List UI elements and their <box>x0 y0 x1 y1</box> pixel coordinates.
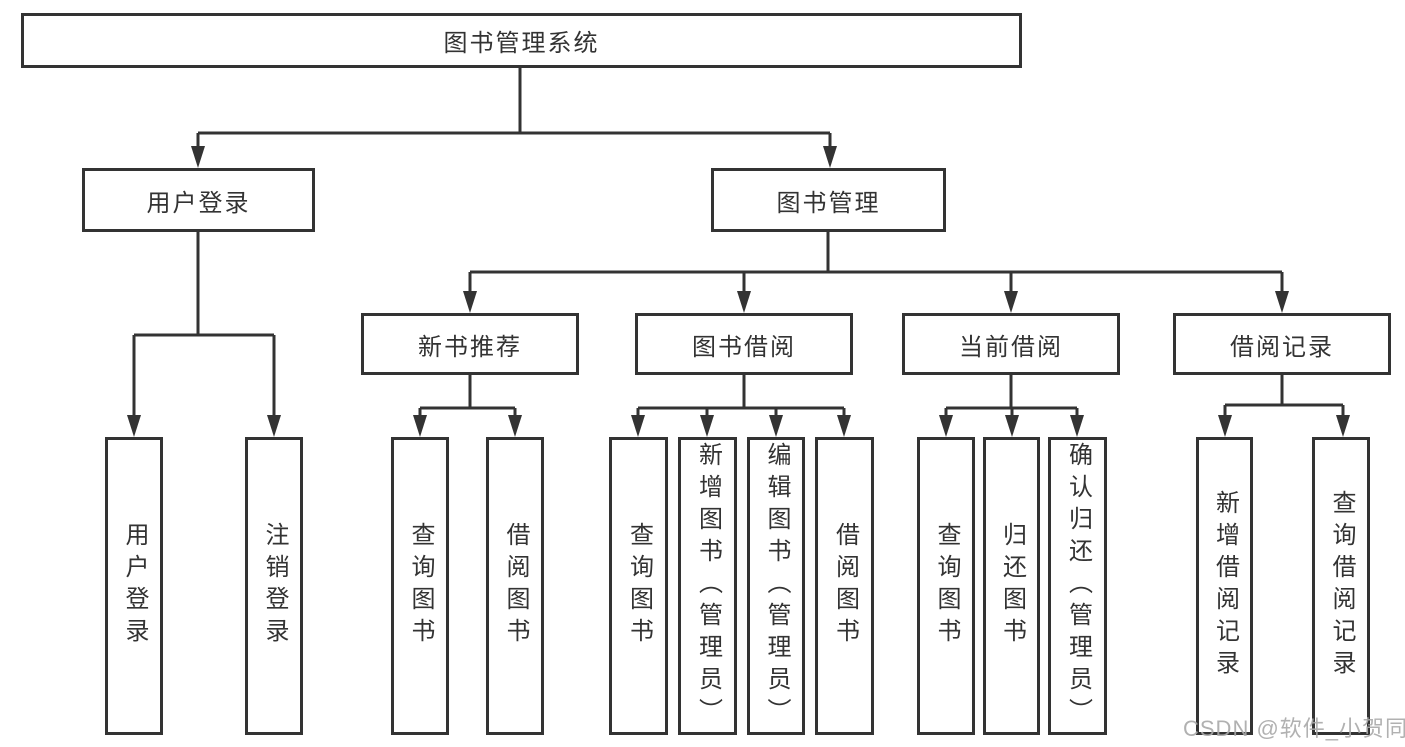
node-borrow-records: 借阅记录 <box>1173 313 1391 375</box>
node-label: 借阅图书 <box>502 522 529 650</box>
arrowhead <box>1218 415 1232 437</box>
arrowhead <box>939 415 953 437</box>
arrowhead <box>700 415 714 437</box>
arrowhead <box>837 415 851 437</box>
connector-book-borrow-to-leaves <box>631 375 851 437</box>
node-leaf-edit-book-admin: 编辑图书（管理员） <box>747 437 805 735</box>
node-label: 新增借阅记录 <box>1211 490 1239 682</box>
arrowhead <box>1336 415 1350 437</box>
node-leaf-query-borrow-record: 查询借阅记录 <box>1312 437 1370 735</box>
node-label: 查询图书 <box>625 522 653 650</box>
node-label: 新书推荐 <box>418 333 522 361</box>
arrowhead <box>508 415 522 437</box>
arrowhead <box>127 415 141 437</box>
node-label: 编辑图书（管理员） <box>763 442 790 730</box>
node-book-management: 图书管理 <box>711 168 946 232</box>
arrowhead <box>769 415 783 437</box>
node-label: 新增图书（管理员） <box>694 442 722 730</box>
node-label: 归还图书 <box>998 522 1026 650</box>
node-leaf-user-login: 用户登录 <box>105 437 163 735</box>
node-leaf-borrow-books-2: 借阅图书 <box>815 437 874 735</box>
arrowhead <box>267 415 281 437</box>
connector-user-login-to-leaves <box>127 232 281 437</box>
node-label: 图书管理 <box>776 189 881 217</box>
connector-current-borrow-to-leaves <box>939 375 1084 437</box>
arrowhead <box>1070 415 1084 437</box>
arrowhead <box>823 146 837 168</box>
node-leaf-query-books-3: 查询图书 <box>917 437 975 735</box>
arrowhead <box>413 415 427 437</box>
node-current-borrow: 当前借阅 <box>902 313 1120 375</box>
node-leaf-query-books-1: 查询图书 <box>391 437 449 735</box>
node-leaf-confirm-return-admin: 确认归还（管理员） <box>1048 437 1107 735</box>
node-user-login: 用户登录 <box>82 168 315 232</box>
node-label: 用户登录 <box>121 522 148 650</box>
node-label: 图书管理系统 <box>443 30 600 57</box>
node-leaf-query-books-2: 查询图书 <box>609 437 668 735</box>
node-leaf-add-book-admin: 新增图书（管理员） <box>678 437 737 735</box>
arrowhead <box>191 146 205 168</box>
arrowhead <box>1004 291 1018 313</box>
connector-book-management-to-level3 <box>463 232 1289 313</box>
node-new-book-recommend: 新书推荐 <box>361 313 579 375</box>
node-label: 当前借阅 <box>959 333 1063 361</box>
node-label: 借阅图书 <box>831 522 859 650</box>
node-leaf-return-book: 归还图书 <box>983 437 1040 735</box>
node-label: 确认归还（管理员） <box>1064 442 1092 730</box>
node-label: 用户登录 <box>146 189 251 217</box>
arrowhead <box>1005 415 1019 437</box>
connector-borrow-records-to-leaves <box>1218 375 1350 437</box>
node-leaf-add-borrow-record: 新增借阅记录 <box>1196 437 1253 735</box>
arrowhead <box>631 415 645 437</box>
node-leaf-logout: 注销登录 <box>245 437 303 735</box>
arrowhead <box>737 291 751 313</box>
node-label: 查询借阅记录 <box>1328 490 1355 682</box>
node-label: 注销登录 <box>261 522 288 650</box>
connector-new-book-to-leaves <box>413 375 522 437</box>
connector-root-to-level2 <box>191 68 837 168</box>
csdn-watermark: CSDN @软件_小贺同学 <box>1183 716 1405 741</box>
node-label: 图书借阅 <box>692 333 796 361</box>
arrowhead <box>1275 291 1289 313</box>
node-label: 查询图书 <box>933 522 960 650</box>
node-library-management-system: 图书管理系统 <box>21 13 1022 68</box>
node-label: 借阅记录 <box>1230 333 1334 361</box>
node-leaf-borrow-books-1: 借阅图书 <box>486 437 544 735</box>
arrowhead <box>463 291 477 313</box>
node-label: 查询图书 <box>407 522 434 650</box>
node-book-borrow: 图书借阅 <box>635 313 853 375</box>
